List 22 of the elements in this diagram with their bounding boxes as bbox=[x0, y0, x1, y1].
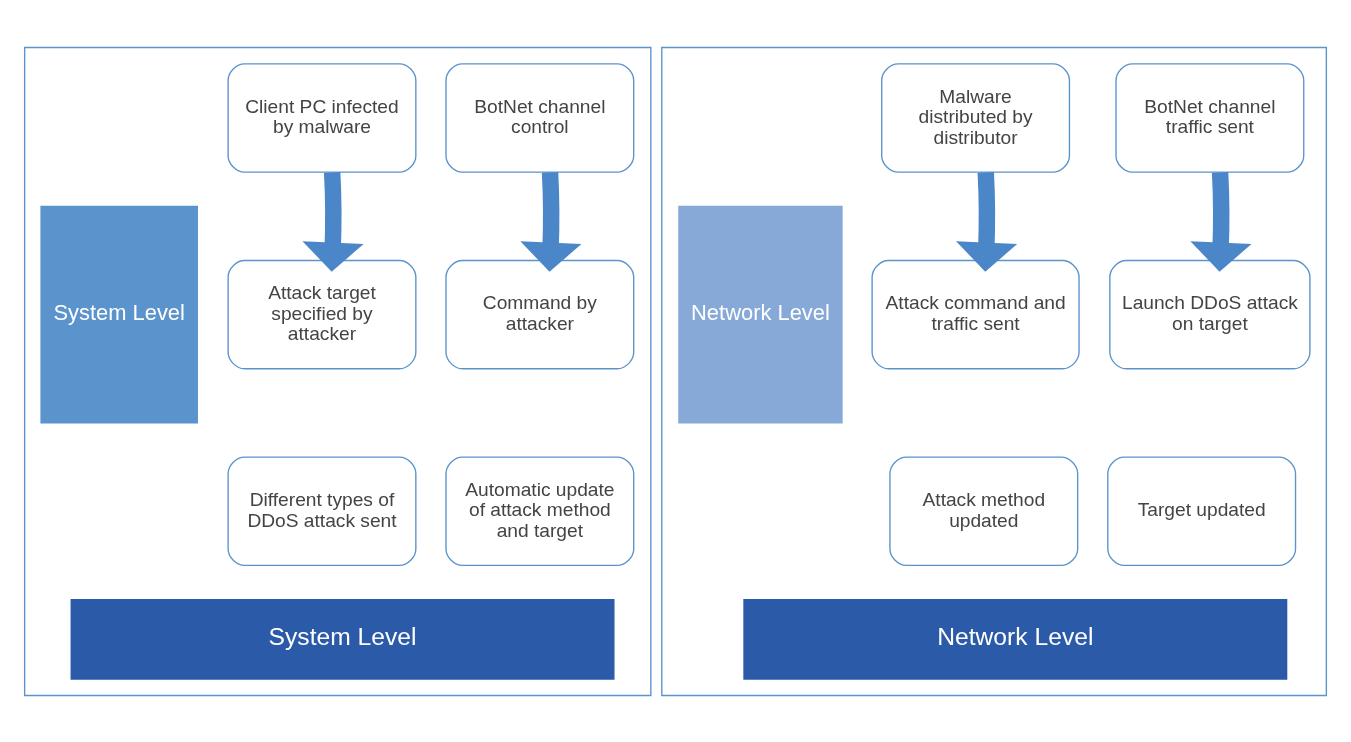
node-box: Network Level bbox=[743, 598, 1288, 680]
arrow bbox=[302, 171, 364, 272]
node-box: Malware distributed by distributor bbox=[881, 62, 1071, 173]
cluster bbox=[661, 46, 1328, 696]
node-box: Command by attacker bbox=[445, 259, 635, 369]
node-box: System Level bbox=[70, 598, 615, 680]
node-box: Target updated bbox=[1107, 455, 1297, 566]
node-box: System Level bbox=[40, 205, 198, 424]
node-box: Attack command and traffic sent bbox=[871, 259, 1080, 369]
node-box: Launch DDoS attack on target bbox=[1109, 259, 1311, 369]
arrow bbox=[1190, 171, 1252, 272]
node-box: Automatic update of attack method and target bbox=[445, 455, 635, 566]
node-box: Network Level bbox=[678, 205, 843, 424]
node-box: Attack method updated bbox=[889, 455, 1079, 566]
node-box: BotNet channel control bbox=[445, 62, 635, 173]
node-box: Client PC infected by malware bbox=[227, 62, 417, 173]
node-box: Different types of DDoS attack sent bbox=[227, 455, 417, 566]
node-box: Attack target specified by attacker bbox=[227, 259, 417, 369]
cluster bbox=[23, 46, 652, 696]
arrow bbox=[956, 171, 1018, 272]
node-box: BotNet channel traffic sent bbox=[1115, 62, 1305, 173]
arrow bbox=[520, 171, 582, 272]
